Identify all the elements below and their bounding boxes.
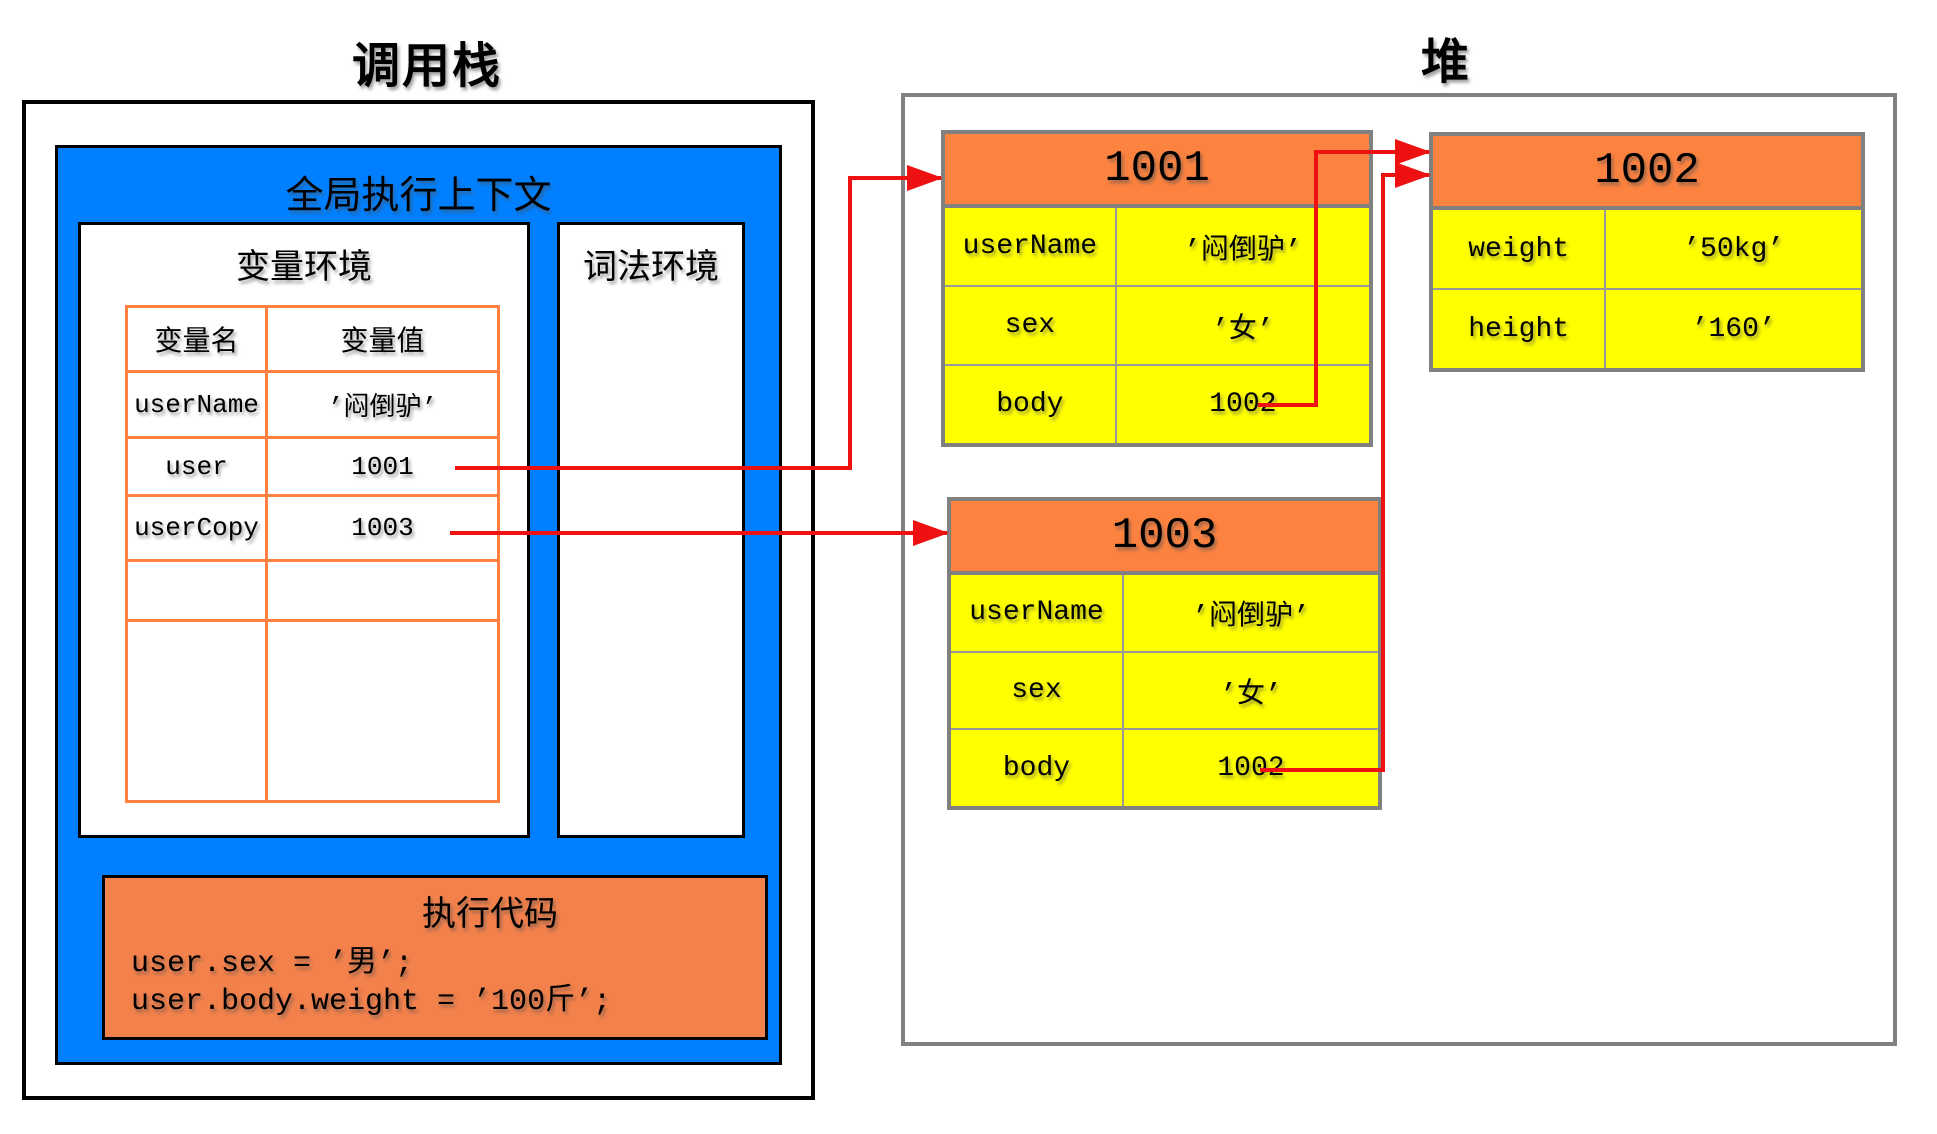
- heap-key-cell: userName: [945, 208, 1117, 285]
- heap-title: 堆: [1420, 36, 1471, 89]
- execution-code-title: 执行代码: [422, 895, 558, 933]
- heap-object-1003-id: 1003: [951, 501, 1378, 575]
- variable-value-header: 变量值: [340, 325, 425, 356]
- heap-object-1002-id: 1002: [1433, 136, 1861, 210]
- heap-row: userName ’闷倒驴’: [945, 208, 1369, 285]
- variable-name-header: 变量名: [128, 308, 268, 370]
- heap-value-cell: ’闷倒驴’: [1184, 235, 1302, 267]
- heap-value-cell: ’女’: [1212, 314, 1274, 346]
- heap-object-1002: 1002 weight ’50kg’ height ’160’: [1429, 132, 1865, 372]
- code-lines: user.sex = ’男’; user.body.weight = ’100斤…: [131, 945, 765, 1021]
- variable-table-header-row: 变量名 变量值: [128, 308, 497, 373]
- heap-row: height ’160’: [1433, 288, 1861, 368]
- heap-value-cell: ’160’: [1691, 313, 1776, 345]
- variable-value-cell: ’闷倒驴’: [327, 393, 438, 423]
- heap-key-cell: sex: [951, 652, 1124, 729]
- empty-cell: [128, 622, 268, 800]
- table-row: userName ’闷倒驴’: [128, 373, 497, 439]
- execution-code-box: 执行代码 user.sex = ’男’; user.body.weight = …: [102, 875, 768, 1040]
- variable-name-cell: userName: [128, 373, 268, 436]
- code-line-2: user.body.weight = ’100斤’;: [131, 985, 612, 1019]
- table-row-empty: [128, 622, 497, 800]
- call-stack-box: 全局执行上下文 变量环境 变量名 变量值 userName ’闷倒驴’ user…: [22, 100, 815, 1100]
- variable-value-cell: 1003: [351, 513, 414, 543]
- variable-name-cell: user: [128, 439, 268, 494]
- variable-environment-box: 变量环境 变量名 变量值 userName ’闷倒驴’ user 1001: [78, 222, 530, 838]
- empty-cell: [268, 622, 497, 800]
- heap-key-cell: sex: [945, 287, 1117, 364]
- global-execution-context-box: 全局执行上下文 变量环境 变量名 变量值 userName ’闷倒驴’ user…: [55, 145, 782, 1065]
- empty-cell: [128, 562, 268, 619]
- code-line-1: user.sex = ’男’;: [131, 947, 414, 981]
- global-execution-context-label: 全局执行上下文: [285, 175, 552, 217]
- heap-object-1001: 1001 userName ’闷倒驴’ sex ’女’ body 1002: [941, 130, 1373, 447]
- heap-row: sex ’女’: [945, 285, 1369, 364]
- heap-row: sex ’女’: [951, 650, 1378, 729]
- heap-row: weight ’50kg’: [1433, 210, 1861, 288]
- variable-table: 变量名 变量值 userName ’闷倒驴’ user 1001 userCop…: [125, 305, 500, 803]
- call-stack-title: 调用栈: [352, 40, 503, 93]
- heap-key-cell: userName: [951, 575, 1124, 651]
- variable-environment-title: 变量环境: [236, 248, 372, 286]
- table-row: user 1001: [128, 439, 497, 497]
- heap-value-cell: ’50kg’: [1683, 233, 1785, 265]
- heap-key-cell: body: [945, 366, 1117, 443]
- heap-value-cell: ’女’: [1220, 679, 1282, 711]
- heap-row: body 1002: [945, 364, 1369, 443]
- heap-row: body 1002: [951, 728, 1378, 807]
- heap-object-1001-id: 1001: [945, 134, 1369, 208]
- heap-row: userName ’闷倒驴’: [951, 575, 1378, 651]
- heap-value-cell: 1002: [1217, 752, 1285, 784]
- heap-key-cell: height: [1433, 290, 1607, 368]
- lexical-environment-box: 词法环境: [557, 222, 745, 838]
- heap-value-cell: ’闷倒驴’: [1192, 601, 1310, 633]
- table-row-empty: [128, 562, 497, 622]
- heap-value-cell: 1002: [1209, 389, 1277, 420]
- heap-key-cell: body: [951, 730, 1124, 807]
- variable-name-cell: userCopy: [128, 497, 268, 559]
- heap-key-cell: weight: [1433, 210, 1607, 288]
- empty-cell: [268, 562, 497, 619]
- table-row: userCopy 1003: [128, 497, 497, 562]
- lexical-environment-title: 词法环境: [583, 248, 719, 286]
- heap-object-1003: 1003 userName ’闷倒驴’ sex ’女’ body 1002: [947, 497, 1382, 810]
- variable-value-cell: 1001: [351, 451, 414, 482]
